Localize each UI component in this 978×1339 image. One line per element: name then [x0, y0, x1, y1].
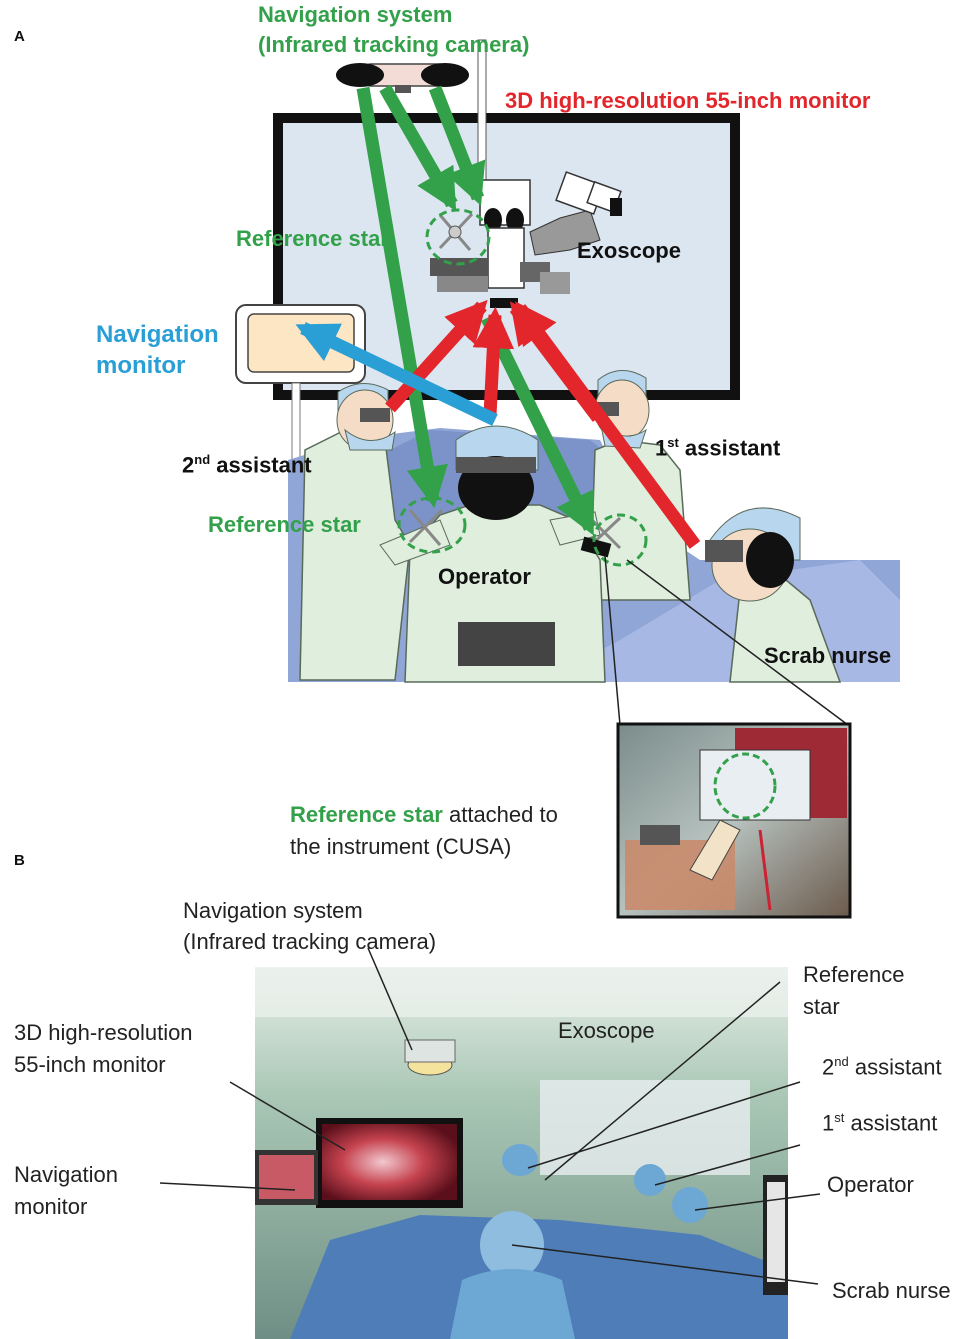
photo-first-assistant: [634, 1164, 666, 1196]
tracking-line-to-left-star: [356, 86, 448, 509]
photo-scrab-nurse: [480, 1211, 544, 1279]
photo-exoscope-drape: [540, 1080, 750, 1175]
nav-monitor-label-line1: Navigation: [96, 321, 219, 348]
nav-monitor-label-line2: monitor: [96, 352, 186, 379]
b-second-assistant-text: assistant: [848, 1054, 942, 1080]
inset-caption-rest: attached to: [442, 802, 558, 827]
inset-caption-line2: the instrument (CUSA): [290, 834, 512, 859]
tracking-line-to-top-star: [379, 84, 458, 212]
panel-a-label: A: [14, 28, 25, 45]
b-monitor-line1: 3D high-resolution: [14, 1020, 193, 1045]
b-reference-star-line1: Reference: [803, 962, 905, 987]
b-first-assistant-sup: st: [834, 1110, 845, 1125]
panel-b-photo: [159, 947, 821, 1339]
reference-star-top-label: Reference star: [236, 226, 389, 251]
b-scrab-nurse-label: Scrab nurse: [832, 1278, 951, 1303]
camera-pole: [477, 39, 487, 186]
scrab-nurse-label: Scrab nurse: [764, 643, 892, 668]
exoscope-device: [430, 171, 622, 308]
first-assistant-text: assistant: [678, 435, 781, 461]
b-second-assistant-label: 2nd assistant: [822, 1054, 942, 1080]
photo-second-assistant: [502, 1144, 538, 1176]
b-operator-label: Operator: [827, 1172, 914, 1197]
reference-star-right: [580, 513, 648, 567]
second-assistant-label: 2nd assistant: [182, 452, 312, 478]
inset-callout-right: [626, 559, 849, 726]
b-first-assistant-num: 1: [822, 1110, 835, 1136]
second-assistant-text: assistant: [210, 452, 312, 478]
view-line-2nd-assistant: [385, 299, 488, 413]
inset-caption-line1: Reference star attached to: [290, 800, 558, 830]
view-line-operator: [472, 306, 515, 416]
b-first-assistant-text: assistant: [844, 1110, 938, 1136]
b-second-assistant-sup: nd: [834, 1054, 849, 1069]
nav-system-label-line2: (Infrared tracking camera): [258, 32, 530, 57]
nav-system-label-line1: Navigation system: [258, 2, 453, 27]
b-nav-system-line1: Navigation system: [183, 898, 363, 923]
panel-a-illustration: [235, 39, 900, 726]
infrared-camera: [336, 63, 469, 93]
b-second-assistant-num: 2: [822, 1054, 835, 1080]
monitor-3d-label: 3D high-resolution 55-inch monitor: [505, 88, 871, 113]
b-nav-monitor-line2: monitor: [14, 1194, 88, 1219]
operator-label: Operator: [438, 564, 531, 589]
reference-star-left: [397, 496, 467, 554]
second-assistant-sup: nd: [194, 452, 211, 467]
view-line-scrab-nurse: [514, 301, 701, 549]
inset-caption-green: Reference star: [290, 802, 443, 827]
operator-figure: [379, 425, 606, 683]
b-first-assistant-label: 1st assistant: [822, 1110, 937, 1136]
photo-operator: [672, 1187, 708, 1223]
second-assistant-figure: [299, 383, 411, 681]
first-assistant-label: 1st assistant: [655, 435, 780, 461]
b-exoscope-label: Exoscope: [558, 1018, 655, 1043]
exoscope-label: Exoscope: [577, 238, 681, 263]
first-assistant-num: 1: [655, 435, 668, 461]
b-nav-system-line2: (Infrared tracking camera): [183, 929, 437, 954]
b-reference-star-line2: star: [803, 994, 840, 1019]
first-assistant-sup: st: [667, 435, 679, 450]
b-monitor-line2: 55-inch monitor: [14, 1052, 166, 1077]
reference-star-top: [425, 208, 491, 266]
b-nav-monitor-line1: Navigation: [14, 1162, 118, 1187]
reference-star-left-label: Reference star: [208, 512, 361, 537]
panel-b-label: B: [14, 852, 25, 869]
tracking-line-to-exoscope: [428, 85, 486, 206]
first-assistant-figure: [589, 370, 691, 601]
view-line-nav-monitor: [295, 322, 498, 426]
tracking-line-to-right-star: [481, 315, 596, 536]
scrab-nurse-figure: [705, 507, 842, 683]
inset-photo: [616, 722, 852, 919]
inset-callout-left: [604, 555, 621, 726]
second-assistant-num: 2: [182, 452, 195, 478]
